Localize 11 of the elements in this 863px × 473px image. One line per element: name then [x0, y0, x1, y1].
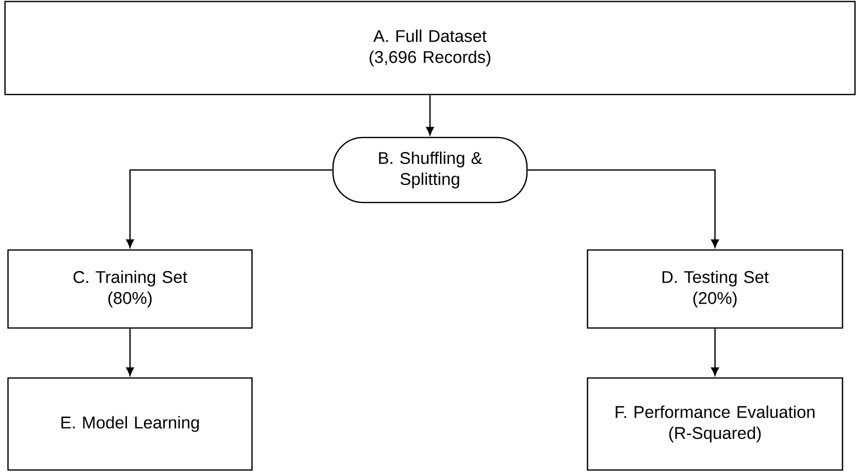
process-box: D. Testing Set (20%): [586, 249, 844, 329]
arrow: [426, 95, 434, 136]
arrow: [528, 169, 719, 248]
process-box: C. Training Set (80%): [7, 249, 253, 329]
arrow: [126, 169, 332, 248]
rounded-box: B. Shuffling & Splitting: [332, 136, 528, 204]
process-box: E. Model Learning: [7, 377, 253, 471]
arrow: [711, 328, 719, 376]
arrow: [126, 328, 134, 376]
process-box: A. Full Dataset (3,696 Records): [4, 0, 856, 96]
process-box: F. Performance Evaluation (R-Squared): [586, 377, 844, 471]
